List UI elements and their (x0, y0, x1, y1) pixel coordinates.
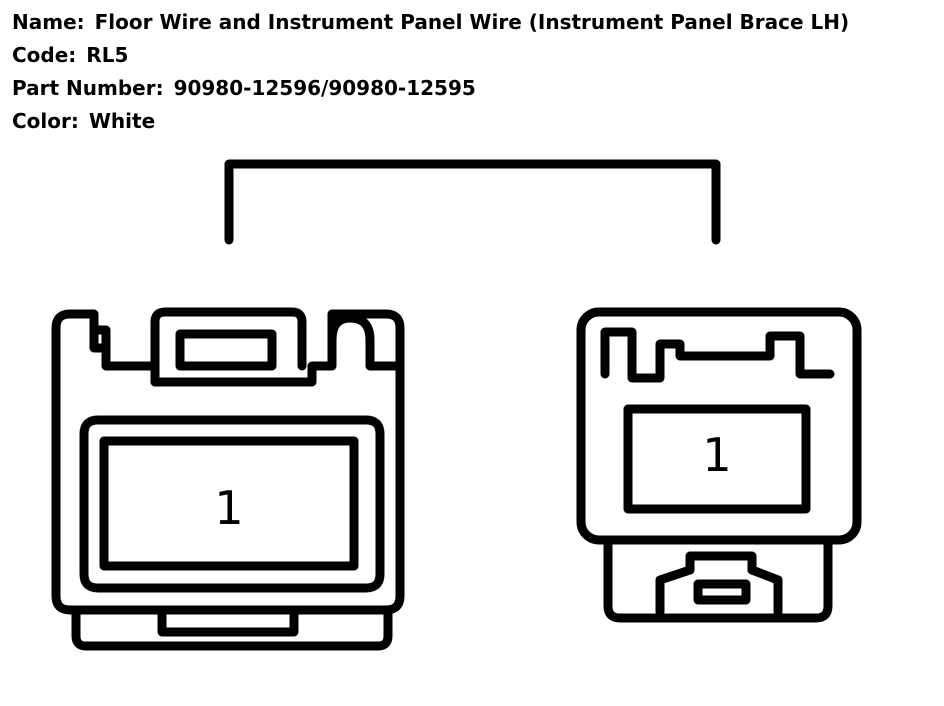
left-connector-cavity (99, 436, 359, 571)
part-number-value: 90980-12596/90980-12595 (173, 76, 476, 100)
left-connector-latch-window (175, 329, 277, 371)
left-connector-inner-tab-left (89, 325, 111, 353)
name-label: Name: (12, 10, 85, 34)
right-connector-pin-label: 1 (702, 428, 731, 482)
left-connector-pin-label: 1 (214, 481, 243, 535)
code-row: Code: RL5 (12, 39, 849, 72)
code-label: Code: (12, 43, 77, 67)
right-connector-latch-slot (693, 579, 751, 605)
left-connector-base (71, 605, 393, 651)
part-number-label: Part Number: (12, 76, 164, 100)
color-row: Color: White (12, 105, 849, 138)
left-connector-base-tab (157, 605, 299, 637)
right-connector-cavity (623, 404, 811, 514)
left-connector (51, 307, 405, 651)
right-connector (576, 307, 862, 623)
name-row: Name: Floor Wire and Instrument Panel Wir… (12, 6, 849, 39)
left-connector-frame (79, 415, 385, 593)
right-connector-body (576, 307, 862, 545)
color-label: Color: (12, 109, 79, 133)
color-value: White (88, 109, 156, 133)
left-connector-body (51, 309, 405, 615)
right-connector-base (603, 535, 833, 623)
name-value: Floor Wire and Instrument Panel Wire (In… (94, 10, 850, 34)
left-connector-right-tab (327, 313, 405, 371)
left-connector-latch (150, 307, 307, 387)
part-number-row: Part Number: 90980-12596/90980-12595 (12, 72, 849, 105)
code-value: RL5 (86, 43, 129, 67)
right-connector-latch (655, 551, 783, 617)
connector-info: Name: Floor Wire and Instrument Panel Wir… (12, 6, 849, 138)
wire-link (224, 159, 721, 245)
right-connector-top-profile (600, 327, 835, 383)
